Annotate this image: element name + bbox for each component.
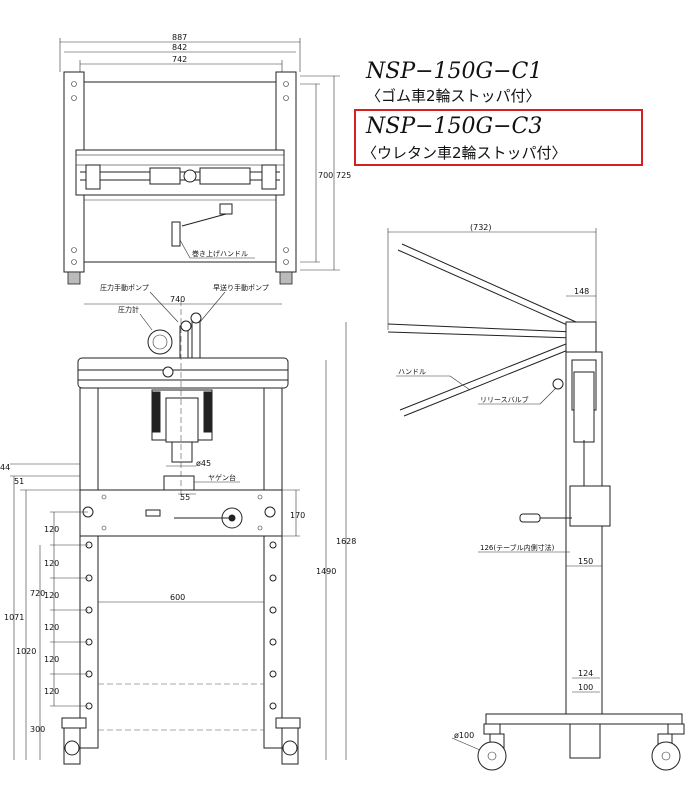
top-view: 887 842 742 700 bbox=[59, 33, 351, 285]
dim-720: 720 bbox=[30, 589, 45, 598]
label-table-inner: 126(テーブル内側寸法) bbox=[480, 543, 555, 552]
model-c1-note: 〈ゴム車2輪ストッパ付〉 bbox=[366, 87, 541, 105]
dim-732: (732) bbox=[470, 223, 492, 232]
dim-1490: 1490 bbox=[316, 567, 336, 576]
dim-842: 842 bbox=[172, 43, 187, 52]
dim-d45: ø45 bbox=[196, 459, 211, 468]
dim-120-a: 120 bbox=[44, 525, 59, 534]
dim-124: 124 bbox=[578, 669, 593, 678]
dim-742: 742 bbox=[172, 55, 187, 64]
model-c1-title: NSP−150G−C1 bbox=[365, 59, 542, 84]
model-c3-title: NSP−150G−C3 bbox=[365, 114, 542, 139]
dim-120-d: 120 bbox=[44, 623, 59, 632]
dim-1020: 1020 bbox=[16, 647, 36, 656]
front-view: 圧力手動ポンプ 早送り手動ポンプ 圧力計 740 bbox=[0, 283, 356, 765]
model-c3-note: 〈ウレタン車2輪ストッパ付〉 bbox=[362, 144, 567, 162]
dim-55: 55 bbox=[180, 493, 190, 502]
model-c3-highlight-box bbox=[354, 109, 643, 166]
dim-wheel: ø100 bbox=[454, 731, 474, 740]
dim-300: 300 bbox=[30, 725, 45, 734]
dim-120-b: 120 bbox=[44, 559, 59, 568]
label-release-valve: リリースバルブ bbox=[480, 395, 529, 404]
dim-170: 170 bbox=[290, 511, 305, 520]
label-handle: ハンドル bbox=[398, 368, 426, 376]
dim-700: 700 bbox=[318, 171, 333, 180]
dim-150: 150 bbox=[578, 557, 593, 566]
dim-148: 148 bbox=[574, 287, 589, 296]
dim-51: 51 bbox=[14, 477, 24, 486]
label-winding-handle: 巻き上げハンドル bbox=[192, 249, 248, 258]
dim-887: 887 bbox=[172, 33, 187, 42]
dim-1628: 1628 bbox=[336, 537, 356, 546]
dim-120-e: 120 bbox=[44, 655, 59, 664]
side-view: (732) 148 ハンドル リリースバルブ 126(テーブル内側寸法) bbox=[387, 223, 685, 771]
label-pressure-pump: 圧力手動ポンプ bbox=[100, 283, 149, 292]
dim-1071: 1071 bbox=[4, 613, 24, 622]
dim-600: 600 bbox=[170, 593, 185, 602]
dim-725: 725 bbox=[336, 171, 351, 180]
dim-740: 740 bbox=[170, 295, 185, 304]
label-base-block: ヤゲン台 bbox=[208, 473, 236, 482]
label-gauge: 圧力計 bbox=[118, 305, 139, 314]
dim-120-c: 120 bbox=[44, 591, 59, 600]
label-fast-pump: 早送り手動ポンプ bbox=[213, 283, 269, 292]
dim-44: 44 bbox=[0, 463, 10, 472]
dim-120-f: 120 bbox=[44, 687, 59, 696]
dim-100: 100 bbox=[578, 683, 593, 692]
